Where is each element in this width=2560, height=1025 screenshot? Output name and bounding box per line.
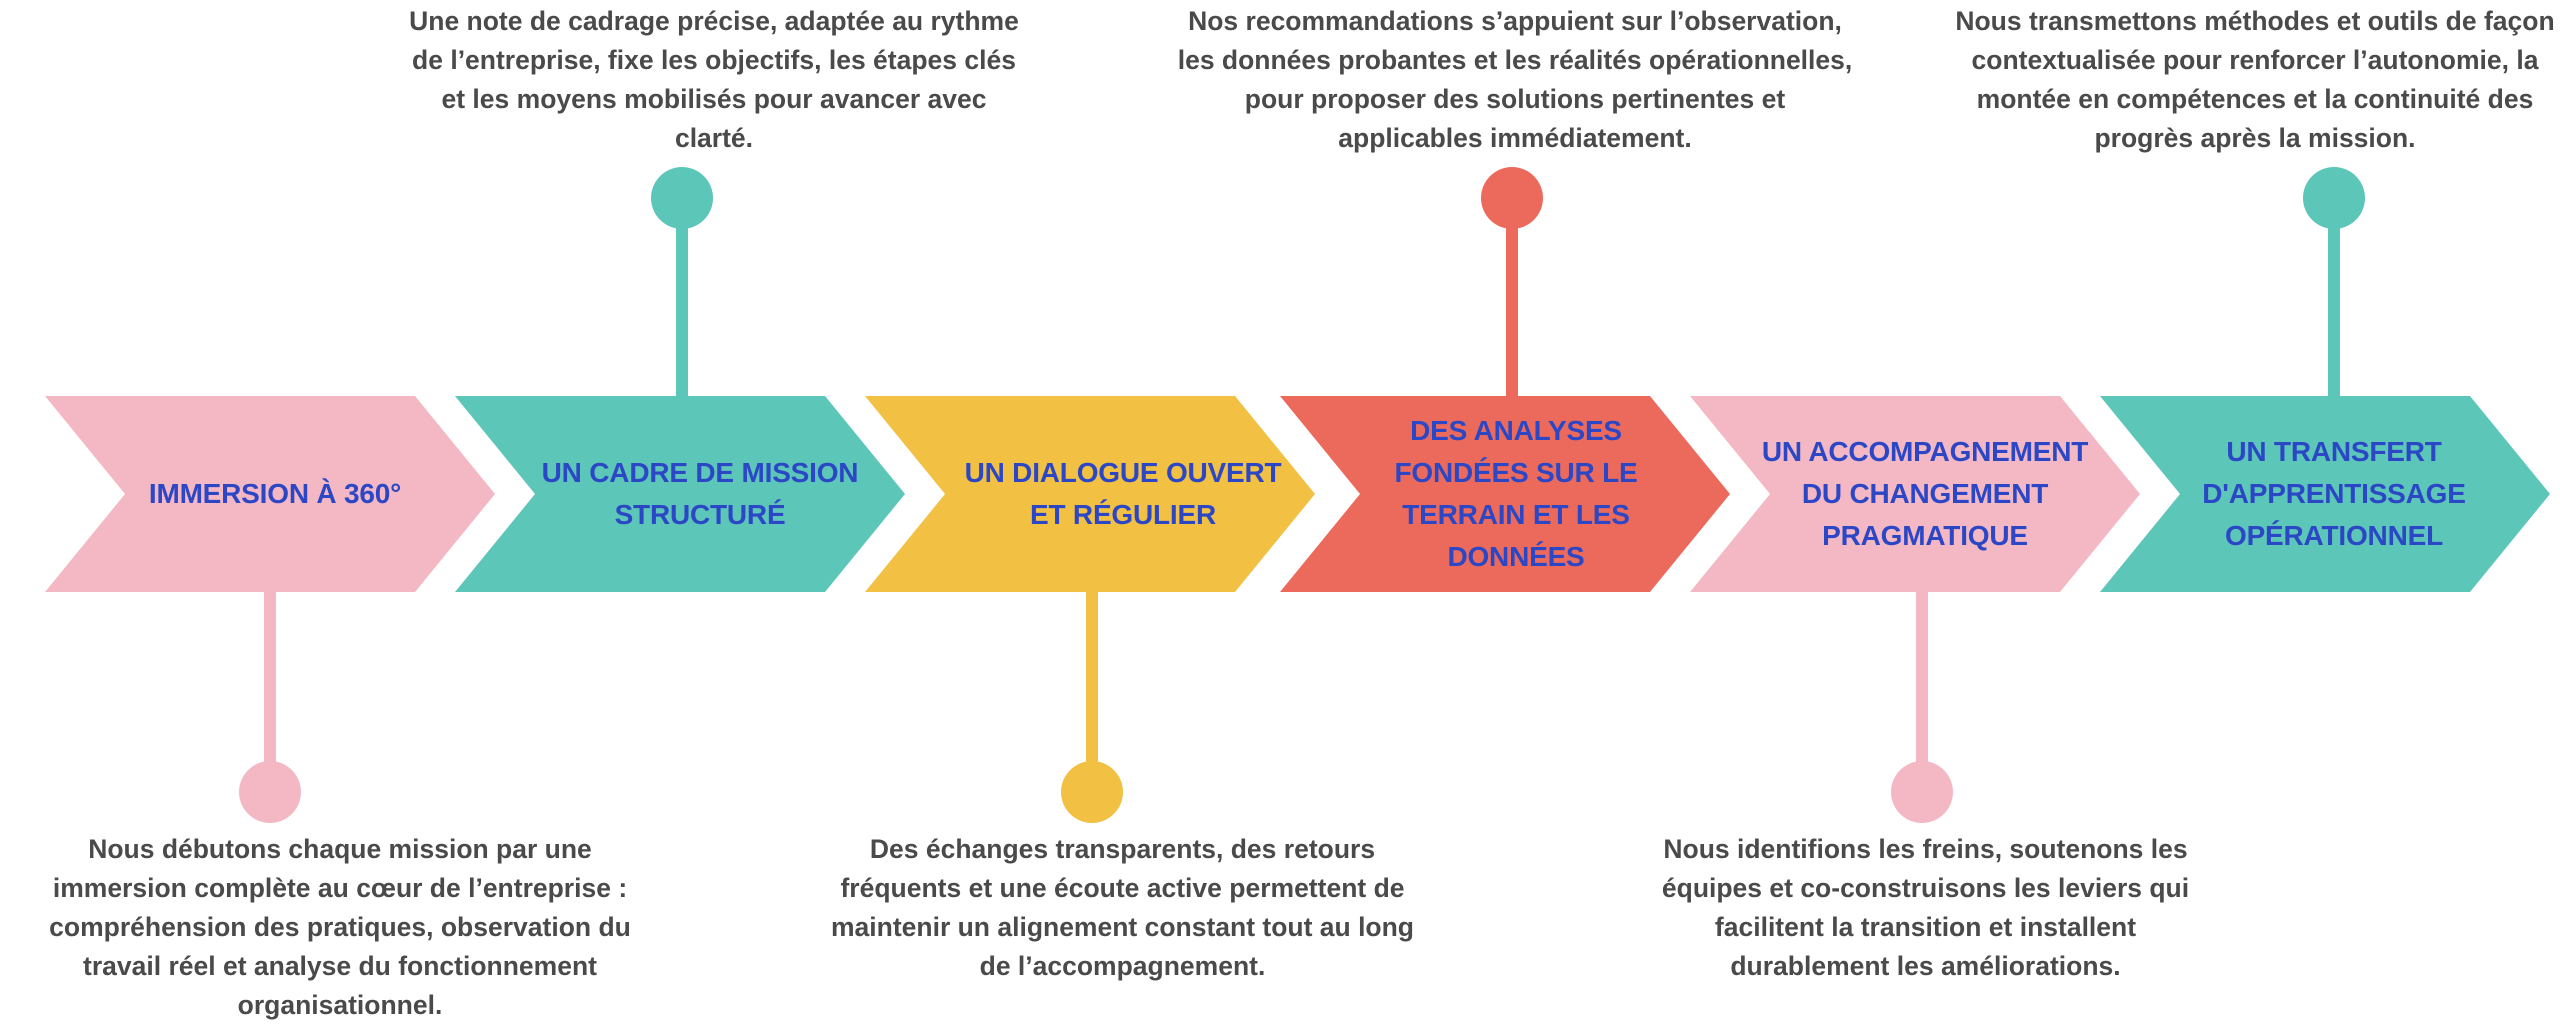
step-1-title: IMMERSION À 360°: [148, 478, 402, 509]
step-6-dot: [2303, 167, 2365, 229]
step-5-dot: [1891, 761, 1953, 823]
step-2-description: Une note de cadrage précise, adaptée au …: [409, 6, 1019, 153]
step-4-title: DES ANALYSES FONDÉES SUR LE TERRAIN ET L…: [1394, 415, 1638, 572]
step-1-dot: [239, 761, 301, 823]
step-4-dot: [1481, 167, 1543, 229]
step-5-chevron: [1690, 396, 2140, 592]
step-6-description: Nous transmettons méthodes et outils de …: [1955, 6, 2555, 153]
step-6-title: UN TRANSFERT D'APPRENTISSAGE OPÉRATIONNE…: [2202, 436, 2466, 551]
step-5-description: Nous identifions les freins, soutenons l…: [1661, 834, 2190, 981]
process-diagram: [45, 167, 2550, 823]
step-1-chevron: [45, 396, 495, 592]
step-2-title: UN CADRE DE MISSION STRUCTURÉ: [541, 457, 859, 530]
step-4-description: Nos recommandations s’appuient sur l’obs…: [1177, 6, 1853, 153]
step-3-dot: [1061, 761, 1123, 823]
step-3-description: Des échanges transparents, des retours f…: [830, 834, 1414, 981]
step-2-chevron: [455, 396, 905, 592]
step-6-chevron: [2100, 396, 2550, 592]
step-1-description: Nous débutons chaque mission par une imm…: [49, 834, 631, 1020]
step-2-dot: [651, 167, 713, 229]
step-5-title: UN ACCOMPAGNEMENT DU CHANGEMENT PRAGMATI…: [1761, 436, 2089, 551]
step-3-title: UN DIALOGUE OUVERT ET RÉGULIER: [964, 457, 1282, 530]
step-3-chevron: [865, 396, 1315, 592]
step-4-chevron: [1280, 396, 1730, 592]
